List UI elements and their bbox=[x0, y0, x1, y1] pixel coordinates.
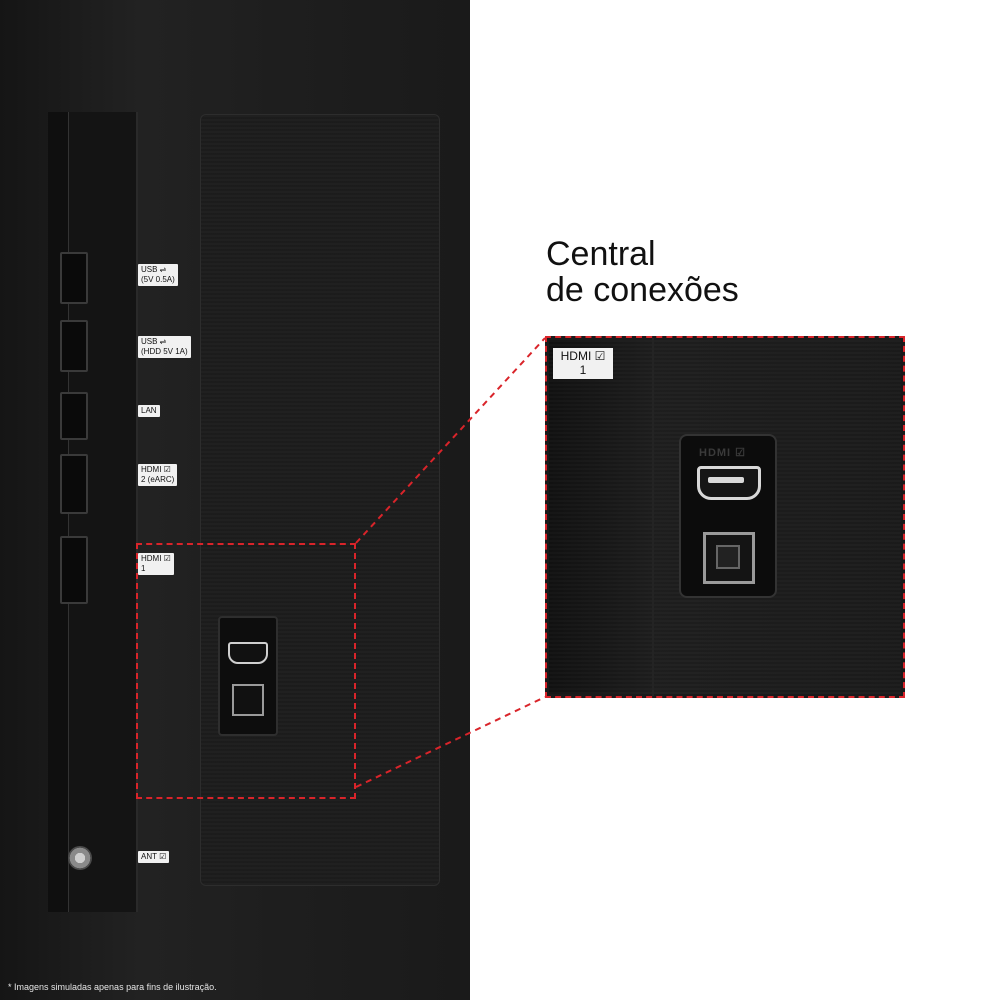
zoom-divider bbox=[652, 338, 654, 696]
port-label-hdmi-2: HDMI ☑ 2 (eARC) bbox=[138, 464, 178, 486]
hdmi-2-port bbox=[60, 454, 88, 514]
highlight-source-box bbox=[136, 543, 356, 799]
zoom-detail-box: HDMI ☑ 1 HDMI ☑ bbox=[545, 336, 905, 698]
lan-port bbox=[60, 392, 88, 440]
heading-line-1: Central bbox=[546, 235, 656, 273]
zoom-optical-port bbox=[703, 532, 755, 584]
tv-rear-panel: USB ⇌ (5V 0.5A) USB ⇌ (HDD 5V 1A) LAN HD… bbox=[0, 0, 470, 1000]
port-label-ant: ANT ☑ bbox=[138, 851, 170, 863]
hdmi-1-port bbox=[60, 536, 88, 604]
optical-port bbox=[232, 684, 264, 716]
hdmi-optical-port-block bbox=[218, 616, 278, 736]
zoom-hdmi-port bbox=[697, 466, 761, 500]
hdmi-engraving: HDMI ☑ bbox=[699, 447, 747, 459]
hdmi-port bbox=[228, 642, 268, 664]
antenna-coax-connector bbox=[68, 846, 92, 870]
usb-port-2 bbox=[60, 320, 88, 372]
port-label-hdmi-1: HDMI ☑ 1 bbox=[138, 553, 174, 575]
zoom-port-block: HDMI ☑ bbox=[679, 434, 777, 598]
disclaimer-footnote: * Imagens simuladas apenas para fins de … bbox=[8, 982, 217, 992]
port-label-usb-1: USB ⇌ (5V 0.5A) bbox=[138, 264, 178, 286]
zoom-port-label: HDMI ☑ 1 bbox=[553, 348, 613, 379]
heading-line-2: de conexões bbox=[546, 271, 739, 309]
port-label-usb-2: USB ⇌ (HDD 5V 1A) bbox=[138, 336, 191, 358]
port-label-lan: LAN bbox=[138, 405, 160, 417]
usb-port-1 bbox=[60, 252, 88, 304]
page-heading: Central de conexões bbox=[546, 236, 739, 308]
